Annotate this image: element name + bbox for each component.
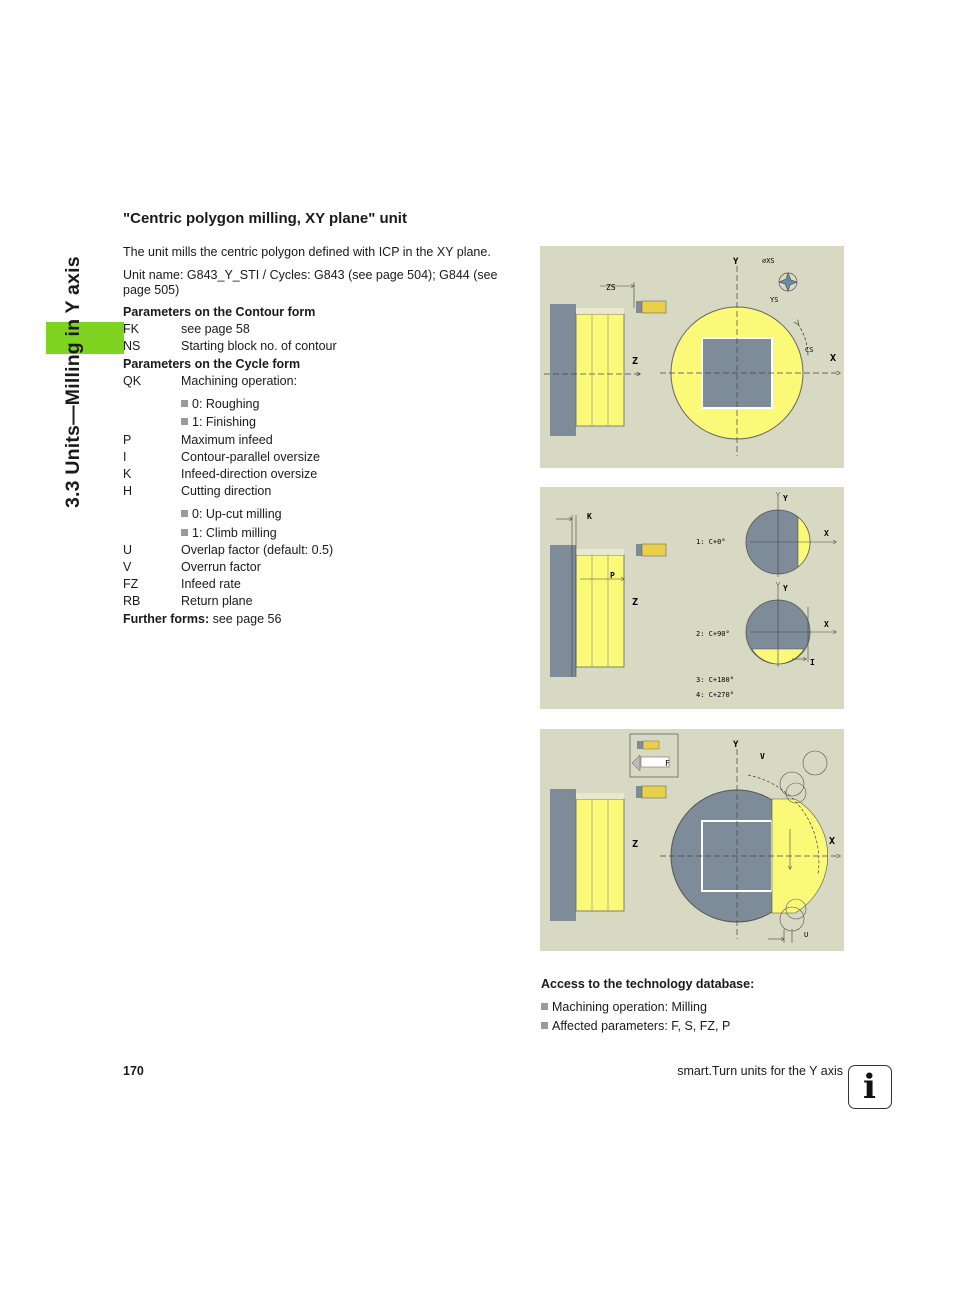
unit-name-text: Unit name: G843_Y_STI / Cycles: G843 (se… xyxy=(123,268,498,297)
fig2-p-label: P xyxy=(610,571,615,580)
fig2-c2-label: 2: C+90° xyxy=(696,630,730,638)
fig3-v-label: V xyxy=(760,752,765,761)
tech-db-title: Access to the technology database: xyxy=(541,977,755,991)
bullet-square-icon xyxy=(181,400,188,407)
fig2-z-label: Z xyxy=(632,597,638,608)
tech-db-item-parameters: Affected parameters: F, S, FZ, P xyxy=(541,1019,730,1033)
infeed-rate-icon: F xyxy=(629,733,679,778)
fig1-x-label: X xyxy=(830,353,836,364)
fig3-z-label: Z xyxy=(632,839,638,850)
figure-infeed-and-oversize: K P Z Y X 1: C+0° Y X I 2: C+90° 3: C+18… xyxy=(540,487,844,709)
fig3-u-label: U xyxy=(804,931,808,939)
section-side-title: 3.3 Units—Milling in Y axis xyxy=(62,256,84,508)
fig1-y-label: Y xyxy=(733,257,739,267)
qk-option-finishing: 1: Finishing xyxy=(181,415,256,429)
qk-option-roughing: 0: Roughing xyxy=(181,397,259,411)
fig3-f-label: F xyxy=(665,759,670,768)
milling-cutter-icon xyxy=(778,272,798,292)
fig2-y2-label: Y xyxy=(783,584,788,593)
fig2-y1-label: Y xyxy=(783,494,788,503)
bullet-square-icon xyxy=(541,1003,548,1010)
fig1-ys-label: YS xyxy=(770,296,778,304)
fig1-xs-label: ⌀XS xyxy=(762,257,775,265)
fig2-c4-label: 4: C+270° xyxy=(696,691,734,699)
cycle-form-title: Parameters on the Cycle form xyxy=(123,357,301,371)
fig1-zs-label: ZS xyxy=(606,283,616,292)
figure-centric-polygon-overview: Z ZS Y X ⌀XS YS CS xyxy=(540,246,844,468)
tech-db-item-operation: Machining operation: Milling xyxy=(541,1000,707,1014)
footer-section-title: smart.Turn units for the Y axis xyxy=(677,1064,843,1078)
info-icon: i xyxy=(848,1065,892,1109)
fig2-x2-label: X xyxy=(824,620,829,629)
bullet-square-icon xyxy=(181,529,188,536)
page-heading: "Centric polygon milling, XY plane" unit xyxy=(123,210,407,227)
bullet-square-icon xyxy=(541,1022,548,1029)
page-number: 170 xyxy=(123,1064,144,1078)
h-option-upcut: 0: Up-cut milling xyxy=(181,507,282,521)
section-tab-marker xyxy=(46,322,124,354)
h-option-climb: 1: Climb milling xyxy=(181,526,277,540)
fig1-cs-label: CS xyxy=(805,346,813,354)
intro-text: The unit mills the centric polygon defin… xyxy=(123,245,491,259)
fig2-x1-label: X xyxy=(824,529,829,538)
bullet-square-icon xyxy=(181,418,188,425)
contour-form-title: Parameters on the Contour form xyxy=(123,305,316,319)
figure-overlap-and-overrun: F Z Y V X U xyxy=(540,729,844,951)
fig2-c1-label: 1: C+0° xyxy=(696,538,726,546)
further-forms: Further forms: see page 56 xyxy=(123,612,282,626)
bullet-square-icon xyxy=(181,510,188,517)
fig3-x-label: X xyxy=(829,836,835,847)
fig2-i-label: I xyxy=(810,658,815,667)
fig2-k-label: K xyxy=(587,512,592,521)
fig2-c3-label: 3: C+180° xyxy=(696,676,734,684)
fig3-y-label: Y xyxy=(733,740,739,750)
fig1-z-label: Z xyxy=(632,356,638,367)
